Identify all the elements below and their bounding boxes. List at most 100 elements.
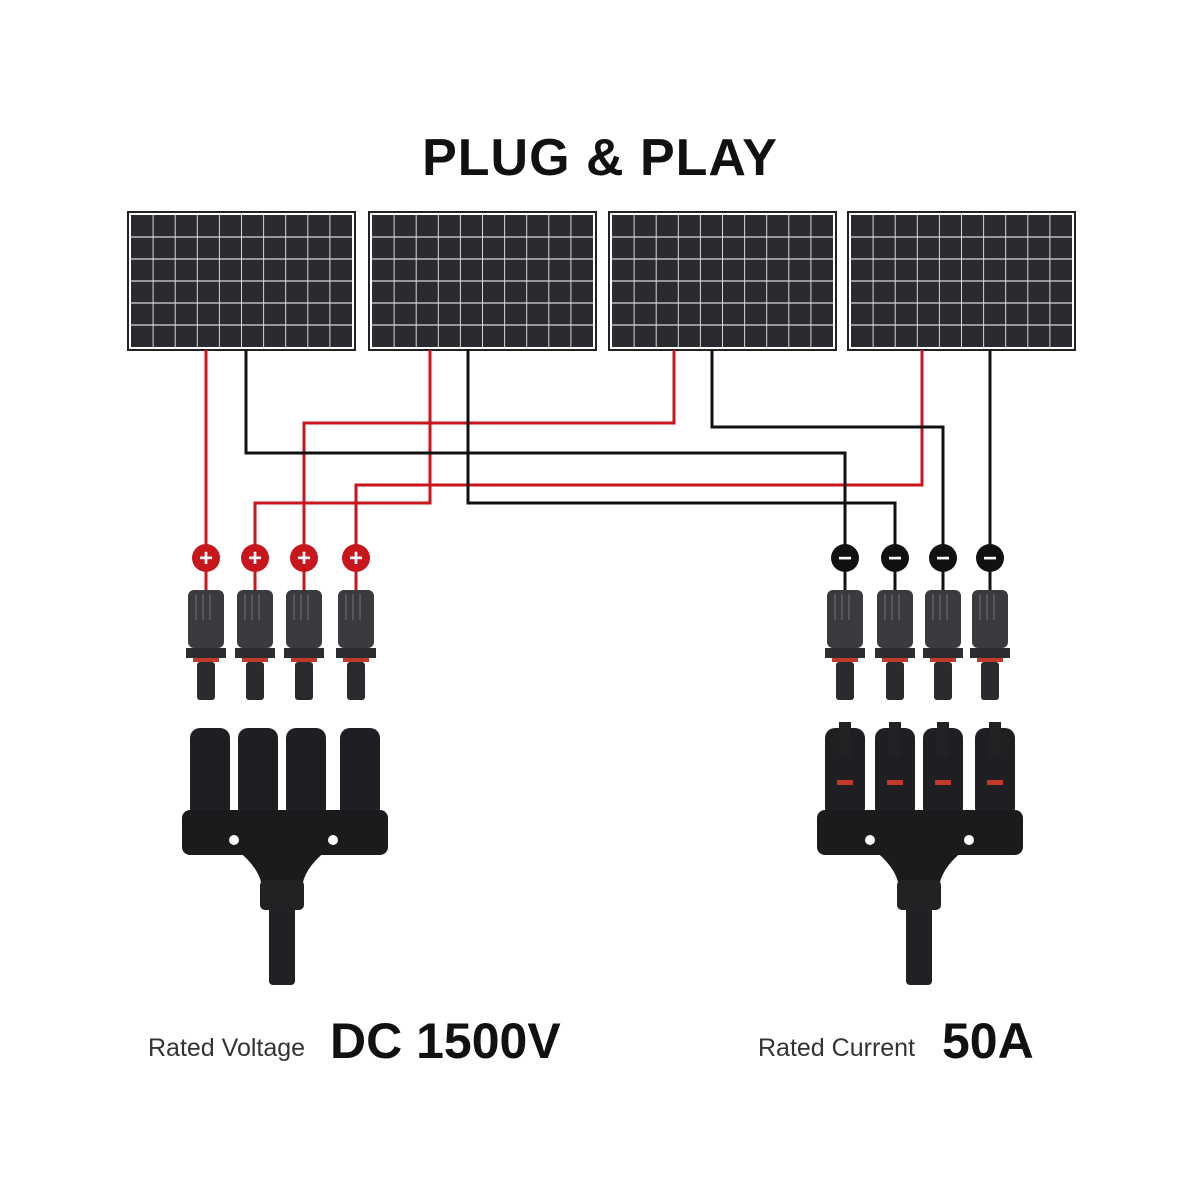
- positive-icon: [241, 544, 269, 572]
- male-connector: [336, 590, 376, 700]
- branch-pin: [839, 722, 851, 757]
- connector-tail: [197, 662, 215, 700]
- negative-symbol: −: [838, 545, 852, 572]
- connector-latch: [875, 648, 915, 658]
- connector-tail: [836, 662, 854, 700]
- connector-seal: [930, 658, 956, 662]
- connector-body: [972, 590, 1008, 648]
- branch-neck: [237, 850, 327, 890]
- positive-wire: [253, 350, 432, 558]
- connector-body: [877, 590, 913, 648]
- solar-panel: [608, 211, 837, 351]
- negative-branch-connector: [817, 722, 1023, 985]
- branch-inlet: [975, 728, 1015, 818]
- mount-hole: [865, 835, 875, 845]
- branch-inlet: [340, 728, 380, 818]
- connector-tail: [295, 662, 313, 700]
- negative-icon: [929, 544, 957, 572]
- male-connector: [186, 590, 226, 700]
- connector-body: [925, 590, 961, 648]
- page-title: PLUG & PLAY: [422, 129, 778, 187]
- connector-seal: [343, 658, 369, 662]
- branch-seal: [987, 780, 1003, 785]
- negative-icon: [831, 544, 859, 572]
- connector-latch: [284, 648, 324, 658]
- branch-neck: [874, 850, 964, 890]
- branch-seal: [887, 780, 903, 785]
- branch-inlet: [190, 728, 230, 818]
- branch-inlet: [923, 728, 963, 818]
- connector-seal: [882, 658, 908, 662]
- branch-pin: [889, 722, 901, 757]
- connector-body: [188, 590, 224, 648]
- connector-seal: [193, 658, 219, 662]
- connector-body: [338, 590, 374, 648]
- male-connector: [235, 590, 275, 700]
- connector-latch: [235, 648, 275, 658]
- branch-bar: [817, 810, 1023, 855]
- connector-tail: [246, 662, 264, 700]
- branch-inlet: [825, 728, 865, 818]
- connector-tail: [886, 662, 904, 700]
- positive-icon: [290, 544, 318, 572]
- branch-pin: [937, 722, 949, 757]
- branch-outlet: [906, 905, 932, 985]
- connector-latch: [923, 648, 963, 658]
- positive-symbol: +: [297, 545, 311, 572]
- positive-branch-connector: [182, 728, 388, 985]
- female-connector: [923, 590, 963, 700]
- current-label: Rated Current: [758, 1034, 916, 1062]
- branch-inlet: [286, 728, 326, 818]
- positive-symbol: +: [349, 545, 363, 572]
- negative-wire: [466, 350, 897, 558]
- voltage-value: DC 1500V: [330, 1013, 561, 1069]
- voltage-label: Rated Voltage: [148, 1034, 306, 1062]
- positive-icon: [192, 544, 220, 572]
- connector-latch: [825, 648, 865, 658]
- branch-nut: [897, 880, 941, 910]
- negative-icon: [881, 544, 909, 572]
- positive-symbol: +: [199, 545, 213, 572]
- connector-seal: [242, 658, 268, 662]
- branch-pin: [989, 722, 1001, 757]
- male-connector: [284, 590, 324, 700]
- negative-icon: [976, 544, 1004, 572]
- branch-seal: [837, 780, 853, 785]
- connector-seal: [291, 658, 317, 662]
- negative-wire: [244, 350, 847, 558]
- positive-wire: [354, 350, 924, 558]
- branch-bar: [182, 810, 388, 855]
- positive-wire: [302, 350, 676, 558]
- connector-latch: [970, 648, 1010, 658]
- connector-seal: [977, 658, 1003, 662]
- branch-inlet: [875, 728, 915, 818]
- branch-outlet: [269, 905, 295, 985]
- connector-seal: [832, 658, 858, 662]
- current-value: 50A: [942, 1013, 1034, 1069]
- mount-hole: [964, 835, 974, 845]
- mount-hole: [328, 835, 338, 845]
- female-connector: [970, 590, 1010, 700]
- connector-tail: [347, 662, 365, 700]
- solar-panel: [127, 211, 356, 351]
- female-connector: [825, 590, 865, 700]
- negative-wire: [710, 350, 945, 558]
- branch-nut: [260, 880, 304, 910]
- connector-body: [827, 590, 863, 648]
- solar-panel: [847, 211, 1076, 351]
- connector-tail: [934, 662, 952, 700]
- connector-latch: [186, 648, 226, 658]
- branch-inlet: [238, 728, 278, 818]
- connector-tail: [981, 662, 999, 700]
- negative-symbol: −: [983, 545, 997, 572]
- negative-symbol: −: [888, 545, 902, 572]
- positive-icon: [342, 544, 370, 572]
- connector-latch: [336, 648, 376, 658]
- female-connector: [875, 590, 915, 700]
- solar-panel: [368, 211, 597, 351]
- negative-symbol: −: [936, 545, 950, 572]
- branch-seal: [935, 780, 951, 785]
- mount-hole: [229, 835, 239, 845]
- positive-symbol: +: [248, 545, 262, 572]
